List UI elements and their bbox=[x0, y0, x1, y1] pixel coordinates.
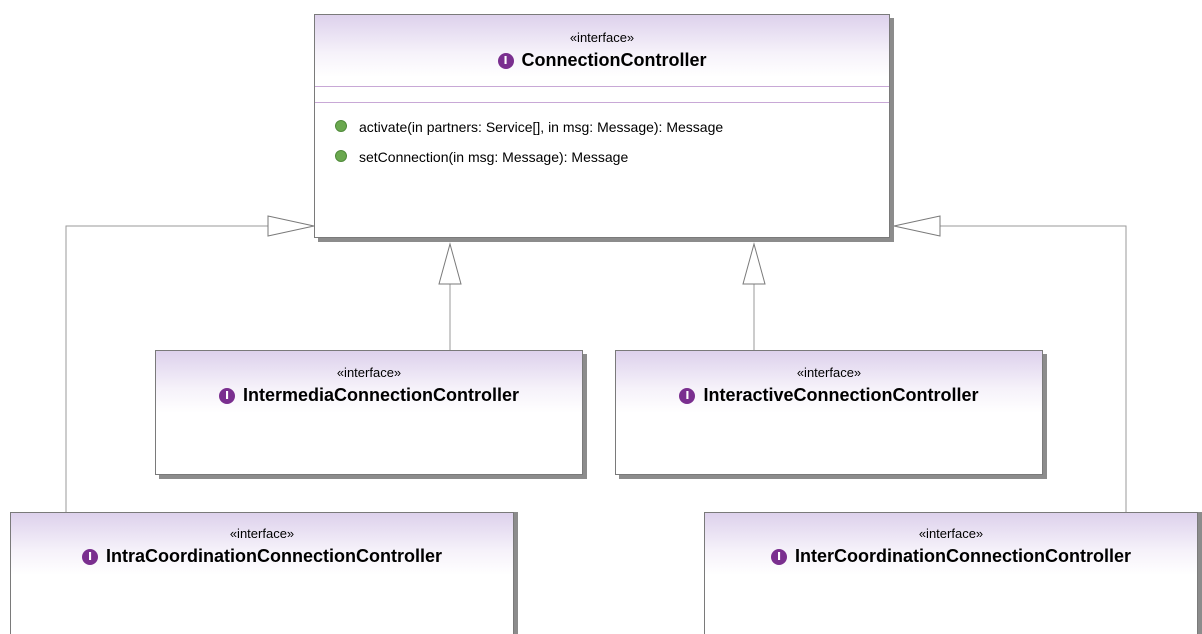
interface-icon: I bbox=[679, 388, 696, 404]
generalization-arrowhead-inter-coordination bbox=[893, 215, 941, 237]
generalization-arrowhead-intra-coordination bbox=[267, 215, 315, 237]
interface-name: I ConnectionController bbox=[315, 49, 889, 71]
operations-separator bbox=[315, 102, 889, 103]
interface-name-text: InterCoordinationConnectionController bbox=[795, 546, 1131, 566]
interface-name-text: IntraCoordinationConnectionController bbox=[106, 546, 442, 566]
operation-set-connection[interactable]: setConnection(in msg: Message): Message bbox=[335, 149, 628, 165]
interface-name: I InteractiveConnectionController bbox=[616, 384, 1042, 406]
connection-controller-interface[interactable]: «interface» I ConnectionController activa… bbox=[314, 14, 890, 238]
generalization-arrowhead-interactive bbox=[742, 242, 766, 285]
intra-coordination-connection-controller-interface[interactable]: «interface» I IntraCoordinationConnection… bbox=[10, 512, 514, 634]
interface-icon: I bbox=[218, 388, 235, 404]
interface-name: I IntraCoordinationConnectionController bbox=[11, 545, 513, 567]
stereotype-label: «interface» bbox=[336, 365, 402, 380]
generalization-arrowhead-intermedia bbox=[438, 242, 462, 285]
stereotype-label: «interface» bbox=[796, 365, 862, 380]
attributes-separator bbox=[315, 86, 889, 87]
intermedia-connection-controller-interface[interactable]: «interface» I IntermediaConnectionControl… bbox=[155, 350, 583, 475]
stereotype-label: «interface» bbox=[569, 30, 635, 45]
interactive-connection-controller-interface[interactable]: «interface» I InteractiveConnectionContro… bbox=[615, 350, 1043, 475]
interface-icon: I bbox=[497, 53, 514, 69]
interface-name: I IntermediaConnectionController bbox=[156, 384, 582, 406]
operation-signature: setConnection(in msg: Message): Message bbox=[359, 149, 629, 165]
interface-name-text: IntermediaConnectionController bbox=[242, 385, 520, 405]
interface-icon: I bbox=[771, 549, 787, 565]
generalization-line-inter-coordination bbox=[940, 225, 1127, 512]
interface-name-text: InteractiveConnectionController bbox=[703, 385, 979, 405]
stereotype-label: «interface» bbox=[229, 526, 295, 541]
operation-activate[interactable]: activate(in partners: Service[], in msg:… bbox=[335, 119, 723, 135]
public-operation-icon bbox=[335, 120, 347, 132]
operation-signature: activate(in partners: Service[], in msg:… bbox=[359, 119, 724, 135]
interface-icon: I bbox=[82, 549, 98, 565]
stereotype-label: «interface» bbox=[918, 526, 984, 541]
generalization-line-intra-coordination bbox=[65, 225, 268, 512]
inter-coordination-connection-controller-interface[interactable]: «interface» I InterCoordinationConnection… bbox=[704, 512, 1198, 634]
interface-name: I InterCoordinationConnectionController bbox=[705, 545, 1197, 567]
public-operation-icon bbox=[335, 150, 347, 162]
interface-name-text: ConnectionController bbox=[521, 50, 707, 70]
